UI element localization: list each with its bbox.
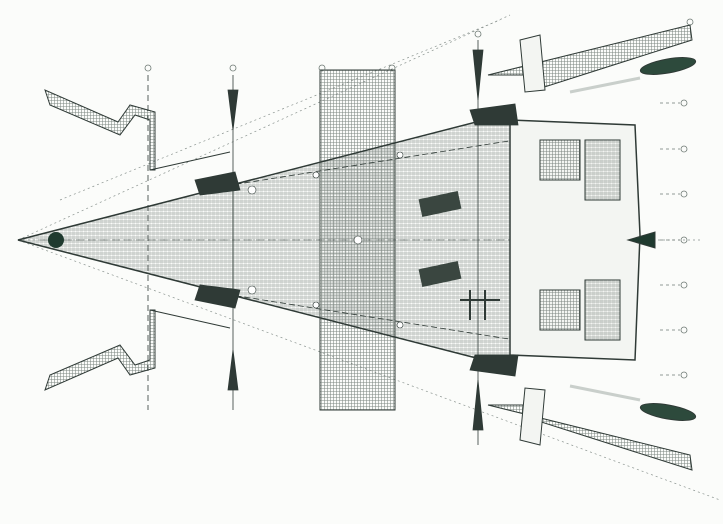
stair (460, 290, 500, 320)
column-axes (147, 40, 519, 445)
right-wings (487, 24, 693, 471)
apex-marker (48, 232, 64, 248)
building-block (460, 119, 656, 361)
triangular-plaza (17, 111, 630, 369)
left-wings (44, 89, 231, 391)
bench (418, 261, 462, 287)
bench (418, 191, 462, 217)
plaza-bollards (247, 151, 404, 329)
entrance-marker (626, 231, 656, 249)
grid-markers-right (660, 99, 688, 379)
water-features (569, 57, 697, 421)
grid-markers-top (144, 18, 694, 72)
